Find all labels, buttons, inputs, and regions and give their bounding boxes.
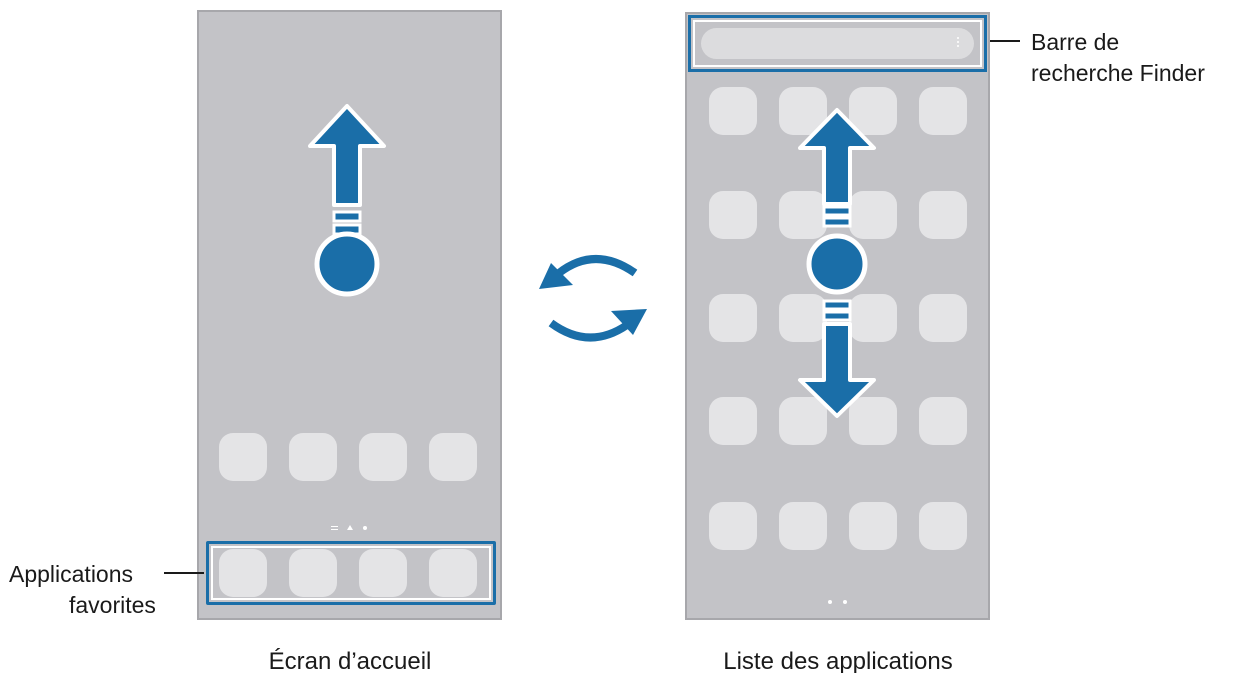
app-icon[interactable] <box>219 433 267 481</box>
apps-screen-caption: Liste des applications <box>723 648 953 673</box>
page-indicator-apps[interactable] <box>331 526 338 530</box>
home-screen-caption: Écran d’accueil <box>268 648 432 673</box>
page-indicator-dot[interactable] <box>843 600 847 604</box>
app-icon[interactable] <box>709 191 757 239</box>
favorites-dock-highlight <box>206 541 496 605</box>
search-label-line2: recherche Finder <box>1031 60 1205 86</box>
arrow-up-icon <box>798 108 876 228</box>
swipe-up-down-gesture <box>798 108 876 418</box>
app-icon[interactable] <box>359 433 407 481</box>
touch-point-icon <box>314 231 380 297</box>
app-icon[interactable] <box>919 502 967 550</box>
favorite-app-icon[interactable] <box>289 549 337 597</box>
favorites-label-line1: Applications <box>9 561 134 587</box>
kebab-menu-icon[interactable] <box>956 37 960 51</box>
favorites-label-line2: favorites <box>69 592 156 618</box>
finder-search-highlight <box>688 15 987 72</box>
app-icon[interactable] <box>919 397 967 445</box>
app-icon[interactable] <box>779 397 827 445</box>
touch-point-icon <box>806 233 868 295</box>
favorite-app-icon[interactable] <box>219 549 267 597</box>
swipe-up-gesture <box>308 104 386 297</box>
page-indicator-dot[interactable] <box>363 526 367 530</box>
app-icon[interactable] <box>779 191 827 239</box>
app-icon[interactable] <box>849 87 897 135</box>
app-icon[interactable] <box>709 294 757 342</box>
app-icon[interactable] <box>849 191 897 239</box>
app-icon[interactable] <box>709 502 757 550</box>
app-icon[interactable] <box>919 294 967 342</box>
search-label-line1: Barre de <box>1031 29 1120 55</box>
app-icon[interactable] <box>779 294 827 342</box>
favorite-app-icon[interactable] <box>429 549 477 597</box>
finder-search-bar[interactable] <box>701 28 974 59</box>
app-icon[interactable] <box>289 433 337 481</box>
favorites-leader-line <box>164 572 204 574</box>
app-icon[interactable] <box>429 433 477 481</box>
app-icon[interactable] <box>919 87 967 135</box>
refresh-cycle-icon <box>539 255 647 342</box>
page-indicator-home[interactable] <box>347 525 353 530</box>
app-icon[interactable] <box>709 397 757 445</box>
app-icon[interactable] <box>779 502 827 550</box>
favorite-app-icon[interactable] <box>359 549 407 597</box>
app-icon[interactable] <box>709 87 757 135</box>
app-icon[interactable] <box>849 502 897 550</box>
app-icon[interactable] <box>849 397 897 445</box>
arrow-down-icon <box>798 299 876 418</box>
app-icon[interactable] <box>919 191 967 239</box>
app-icon[interactable] <box>849 294 897 342</box>
search-leader-line <box>990 40 1020 42</box>
page-indicator-dot[interactable] <box>828 600 832 604</box>
arrow-up-icon <box>308 104 386 236</box>
